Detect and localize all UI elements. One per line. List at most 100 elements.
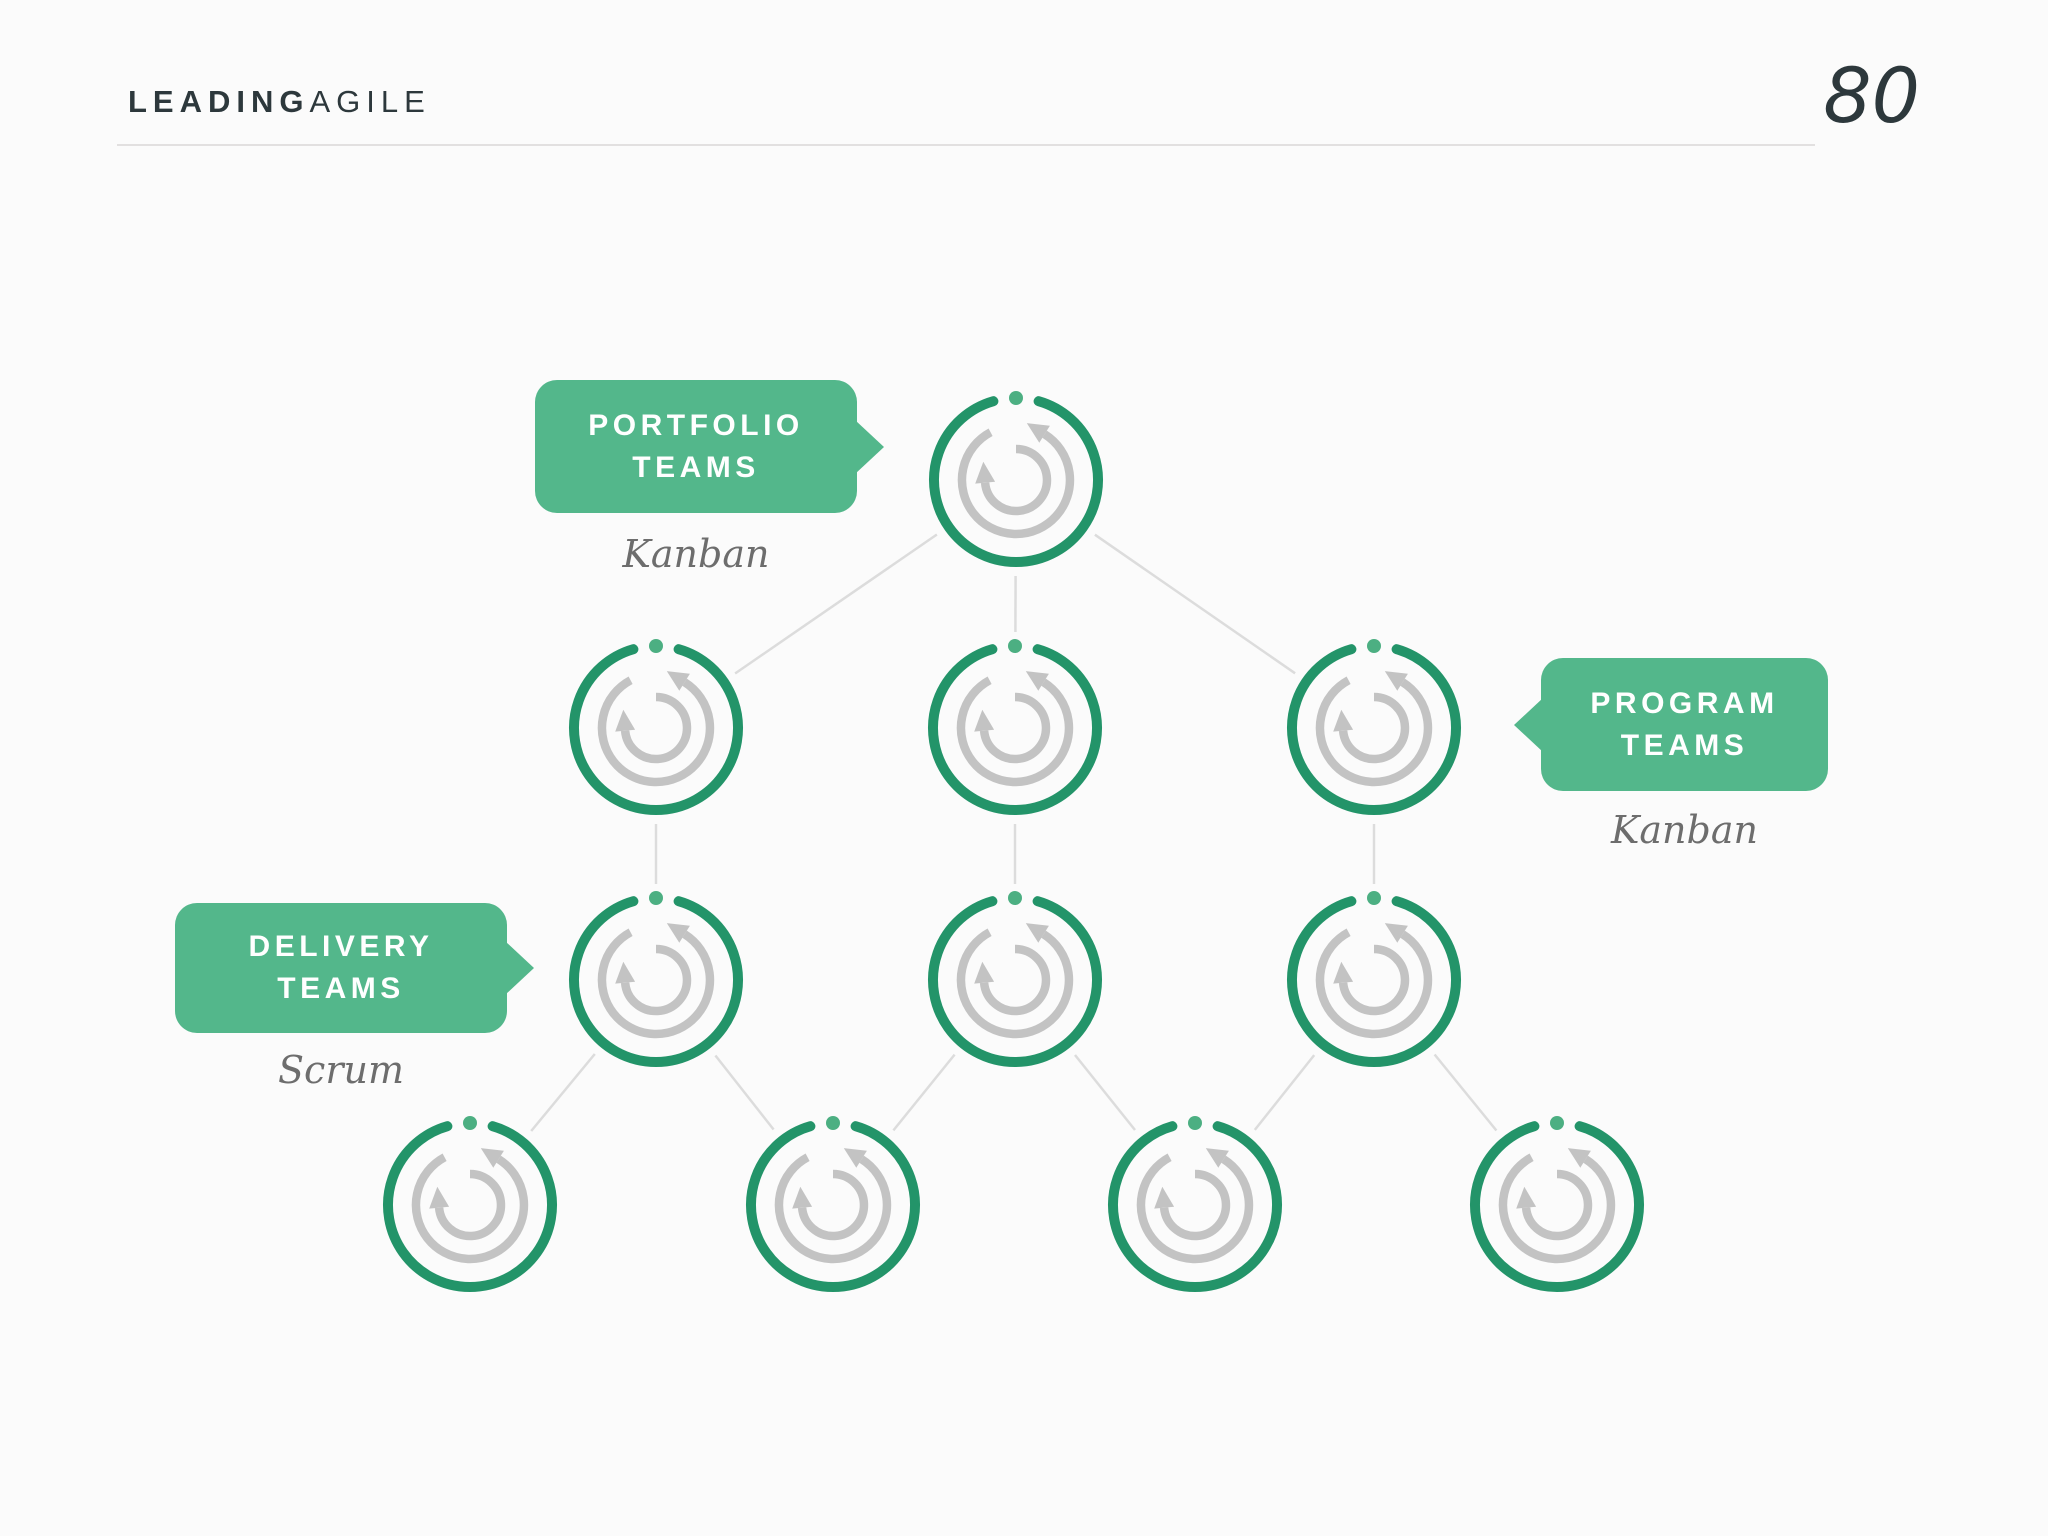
ring-gap-dot bbox=[826, 1116, 840, 1130]
cycle-arrow-arc bbox=[979, 692, 1051, 764]
cycle-arrow-head bbox=[1154, 1186, 1175, 1209]
ring-gap-dot bbox=[649, 639, 663, 653]
team-node-portfolio bbox=[929, 391, 1103, 567]
cycle-arrow-head bbox=[974, 709, 995, 732]
cycle-arrow-arc bbox=[1136, 1153, 1254, 1264]
cycle-arrow-arc bbox=[1498, 1153, 1616, 1264]
cycle-arrow-head bbox=[666, 923, 690, 943]
ring-gap-dot bbox=[1008, 639, 1022, 653]
cycle-arrow-head bbox=[1025, 923, 1049, 943]
cycle-arrow-head bbox=[615, 709, 636, 732]
connector-line bbox=[1433, 1053, 1498, 1132]
cycle-arrow-head bbox=[1384, 671, 1408, 691]
cycle-arrow-head bbox=[1333, 961, 1354, 984]
team-node-program bbox=[1287, 639, 1461, 815]
cycle-arrow-head bbox=[975, 461, 996, 484]
cycle-arrow-arc bbox=[957, 428, 1075, 539]
ring-gap-dot bbox=[1367, 891, 1381, 905]
connector-line bbox=[892, 1053, 956, 1132]
cycle-arrow-head bbox=[1205, 1148, 1229, 1168]
header-divider bbox=[117, 144, 1815, 146]
logo-text-leading: LEADING bbox=[128, 84, 310, 119]
cycle-arrow-head bbox=[1333, 709, 1354, 732]
team-ring bbox=[569, 644, 743, 815]
cycle-arrow-arc bbox=[411, 1153, 529, 1264]
callout-title-line: TEAMS bbox=[632, 450, 760, 484]
caption-delivery-method: Scrum bbox=[278, 1048, 404, 1092]
callout-title-line: DELIVERY bbox=[248, 930, 434, 963]
ring-gap-dot bbox=[649, 891, 663, 905]
ring-gap-dot bbox=[1367, 639, 1381, 653]
logo-text-agile: AGILE bbox=[309, 84, 431, 119]
cycle-arrow-arc bbox=[1338, 692, 1410, 764]
cycle-arrow-arc bbox=[1315, 676, 1433, 787]
cycle-arrow-head bbox=[1384, 923, 1408, 943]
connector-line bbox=[1094, 533, 1296, 675]
cycle-arrow-head bbox=[666, 671, 690, 691]
cycle-arrow-head bbox=[615, 961, 636, 984]
callout-portfolio-teams: PORTFOLIO TEAMS bbox=[535, 380, 884, 513]
cycle-arrow-arc bbox=[597, 928, 715, 1039]
team-node-delivery bbox=[928, 891, 1102, 1067]
ring-gap-dot bbox=[1009, 391, 1023, 405]
cycle-arrow-arc bbox=[1338, 944, 1410, 1016]
ring-gap-dot bbox=[1188, 1116, 1202, 1130]
cycle-arrow-head bbox=[974, 961, 995, 984]
cycle-arrow-head bbox=[843, 1148, 867, 1168]
cycle-arrow-head bbox=[1567, 1148, 1591, 1168]
connector-line bbox=[1253, 1054, 1316, 1131]
team-node-delivery bbox=[1287, 891, 1461, 1067]
connector-line bbox=[530, 1053, 596, 1132]
cycle-arrow-head bbox=[1026, 423, 1050, 443]
ring-gap-dot bbox=[1550, 1116, 1564, 1130]
team-ring bbox=[928, 644, 1102, 815]
team-node-program bbox=[569, 639, 743, 815]
connector-line bbox=[714, 1054, 775, 1131]
cycle-arrow-arc bbox=[620, 692, 692, 764]
cycle-arrow-head bbox=[1025, 671, 1049, 691]
team-ring bbox=[928, 896, 1102, 1067]
team-ring bbox=[569, 896, 743, 1067]
caption-portfolio-method: Kanban bbox=[622, 532, 770, 576]
team-ring bbox=[1108, 1121, 1282, 1292]
connector-line bbox=[1074, 1054, 1136, 1131]
callout-pointer-left bbox=[1514, 697, 1543, 752]
team-ring bbox=[746, 1121, 920, 1292]
cycle-arrow-head bbox=[429, 1186, 450, 1209]
cycle-arrow-arc bbox=[797, 1169, 869, 1241]
page-number: 80 bbox=[1823, 51, 1920, 140]
team-ring bbox=[1287, 896, 1461, 1067]
cycle-arrow-head bbox=[792, 1186, 813, 1209]
team-ring bbox=[929, 396, 1103, 567]
cycle-arrow-arc bbox=[620, 944, 692, 1016]
callout-title-line: TEAMS bbox=[277, 972, 405, 1005]
ring-gap-dot bbox=[463, 1116, 477, 1130]
callout-title-line: PROGRAM bbox=[1590, 686, 1779, 720]
cycle-arrow-arc bbox=[597, 676, 715, 787]
team-node-delivery bbox=[569, 891, 743, 1067]
cycle-arrow-arc bbox=[774, 1153, 892, 1264]
callout-delivery-teams: DELIVERY TEAMS bbox=[175, 903, 534, 1033]
leadingagile-logo: LEADINGAGILE bbox=[128, 84, 431, 120]
cycle-arrow-arc bbox=[956, 928, 1074, 1039]
cycle-arrow-head bbox=[480, 1148, 504, 1168]
team-node-squad bbox=[1470, 1116, 1644, 1292]
cycle-arrow-arc bbox=[1159, 1169, 1231, 1241]
team-node-program bbox=[928, 639, 1102, 815]
team-node-squad bbox=[1108, 1116, 1282, 1292]
callout-pointer-right bbox=[855, 419, 884, 474]
callout-title-line: TEAMS bbox=[1620, 728, 1749, 762]
team-ring bbox=[383, 1121, 557, 1292]
cycle-arrow-arc bbox=[956, 676, 1074, 787]
cycle-arrow-arc bbox=[979, 944, 1051, 1016]
connector-line bbox=[734, 533, 938, 675]
team-node-squad bbox=[383, 1116, 557, 1292]
caption-program-method: Kanban bbox=[1611, 808, 1758, 852]
team-ring bbox=[1470, 1121, 1644, 1292]
team-ring bbox=[1287, 644, 1461, 815]
team-node-squad bbox=[746, 1116, 920, 1292]
cycle-arrow-arc bbox=[1521, 1169, 1593, 1241]
cycle-arrow-arc bbox=[434, 1169, 506, 1241]
